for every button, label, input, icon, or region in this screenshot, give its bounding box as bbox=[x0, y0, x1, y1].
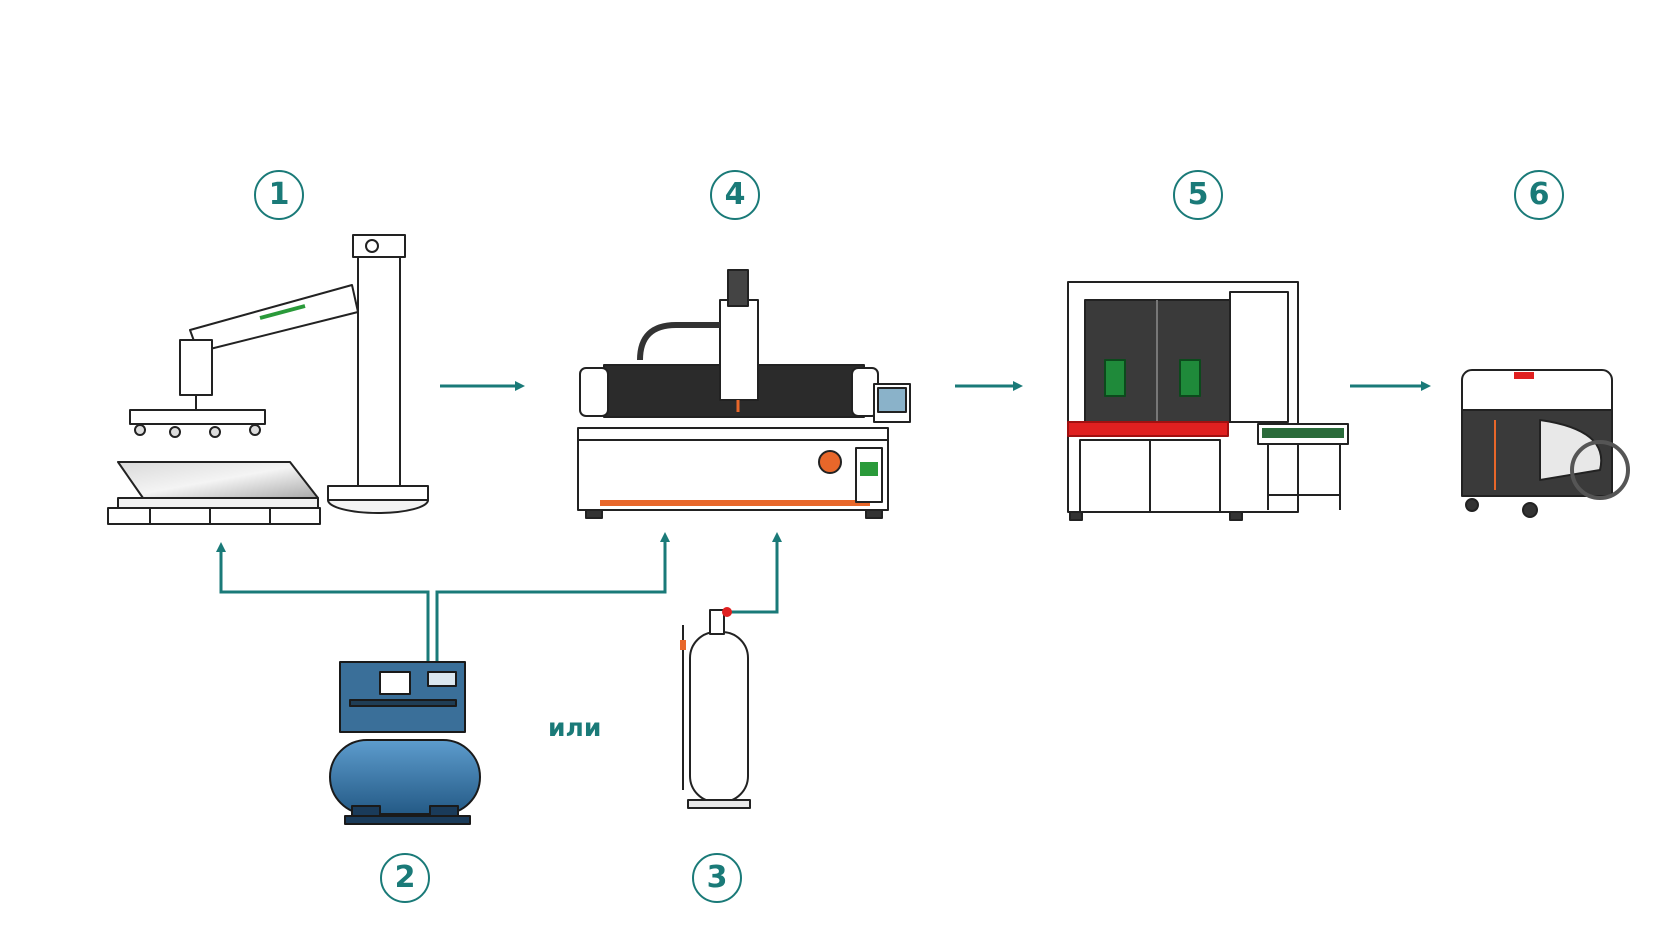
chiller-unit-icon bbox=[1461, 369, 1630, 518]
step-badge-2: 2 bbox=[380, 853, 430, 903]
step-badge-3: 3 bbox=[692, 853, 742, 903]
step-badge-6: 6 bbox=[1514, 170, 1564, 220]
laser-cutting-machine-icon bbox=[577, 269, 911, 519]
step-badge-5: 5 bbox=[1173, 170, 1223, 220]
supply-line-3-to-4 bbox=[727, 532, 782, 614]
enclosed-laser-cabinet-icon bbox=[1067, 281, 1349, 521]
gas-cylinder-icon bbox=[680, 607, 751, 809]
air-compressor-icon bbox=[329, 661, 481, 825]
supply-line-2-to-4 bbox=[435, 532, 670, 662]
supply-line-2-to-1 bbox=[216, 542, 430, 662]
step-badge-4: 4 bbox=[710, 170, 760, 220]
step-badge-1: 1 bbox=[254, 170, 304, 220]
or-label: или bbox=[548, 713, 602, 742]
vacuum-lifter-crane-icon bbox=[107, 234, 429, 525]
